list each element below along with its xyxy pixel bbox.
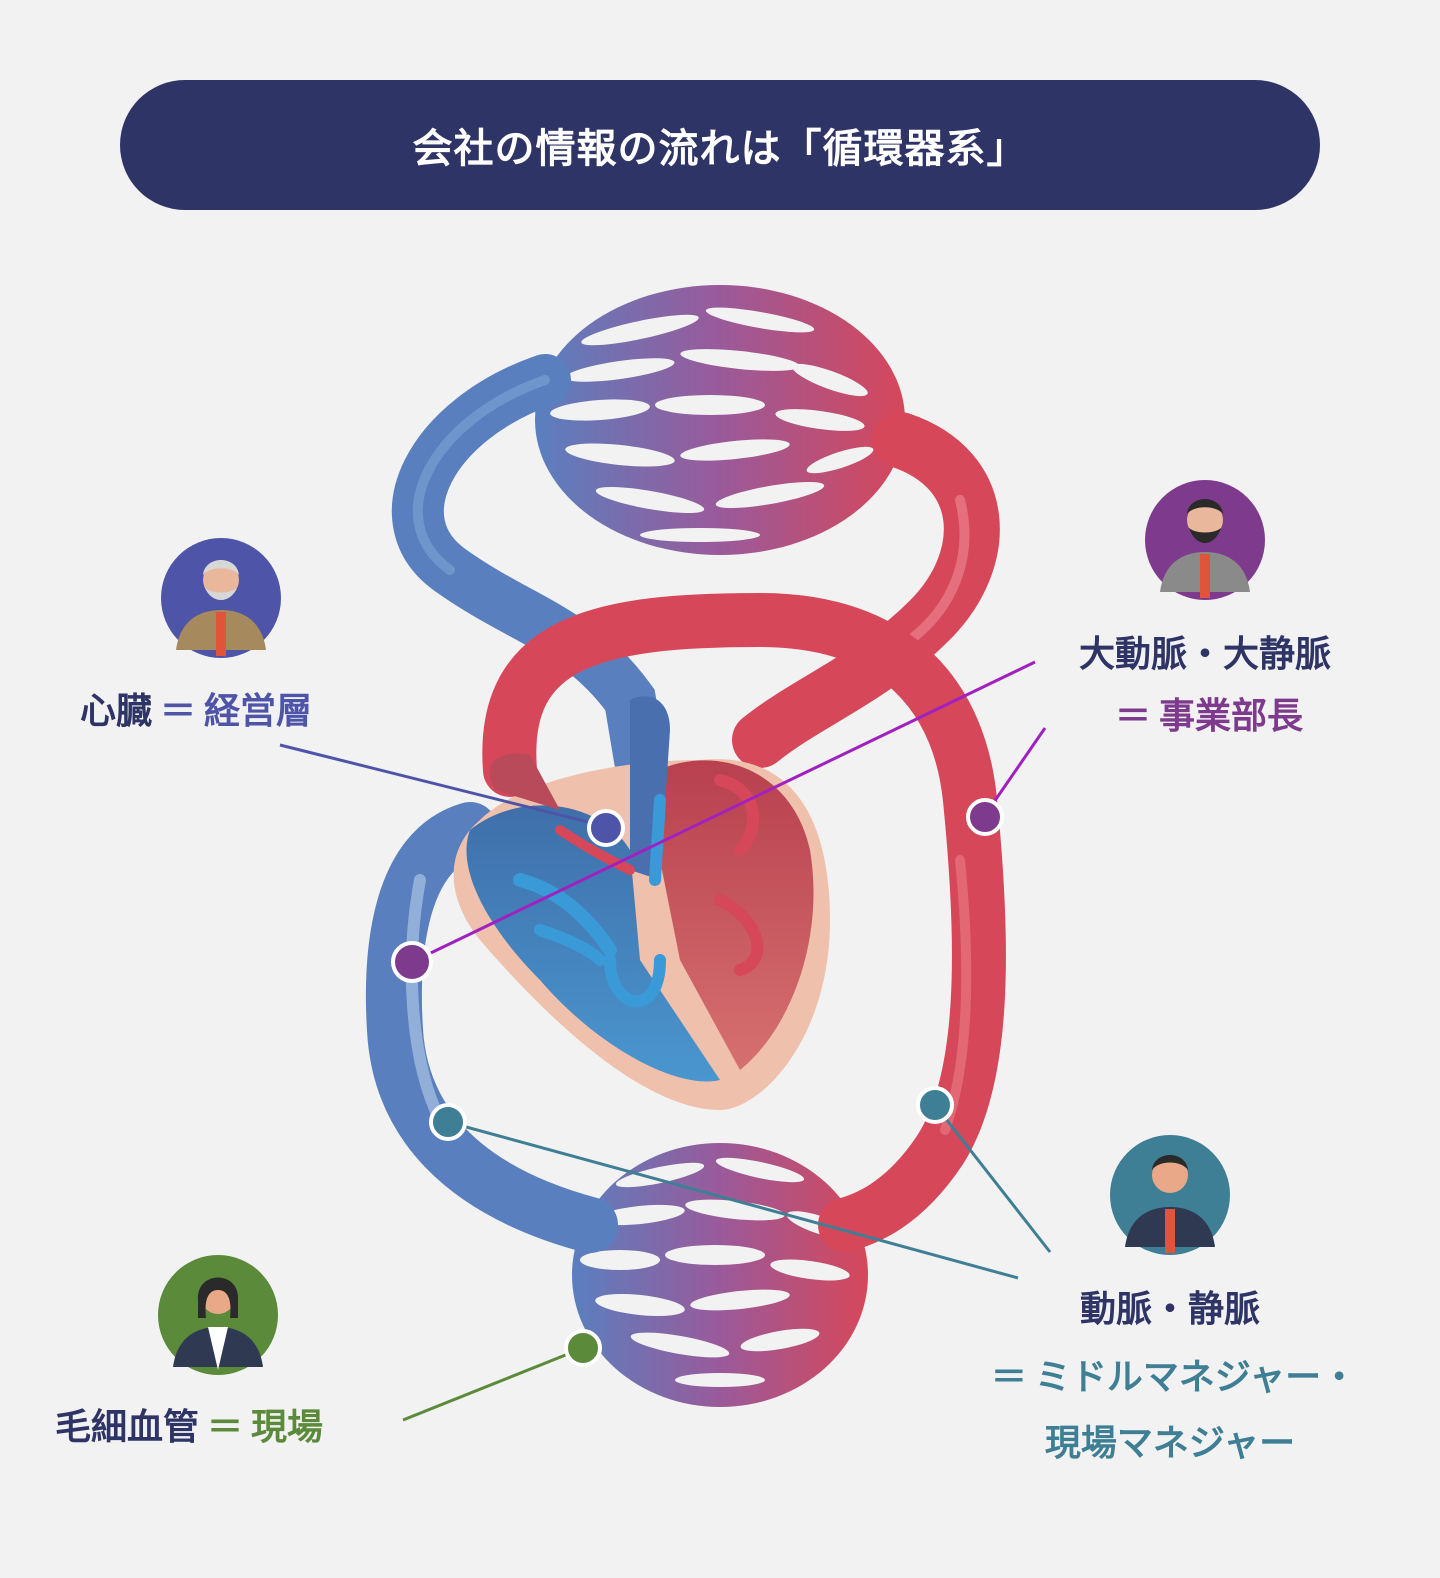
heart-role: 経営層 (204, 691, 313, 732)
aorta-marker-right (966, 798, 1004, 836)
heart-marker (587, 809, 625, 847)
artery-label: 動脈・静脈 ＝ミドルマネジャー・ 現場マネジャー (945, 1280, 1395, 1466)
leader-lines (279, 660, 1052, 1422)
aorta-label: 大動脈・大静脈 ＝事業部長 (1050, 625, 1360, 739)
artery-eq: ＝ (990, 1357, 1027, 1398)
title-banner: 会社の情報の流れは「循環器系」 (120, 80, 1320, 210)
heart-term: 心臓 (80, 691, 153, 732)
aorta-term: 大動脈・大静脈 (1078, 634, 1331, 675)
executive-avatar-icon (161, 538, 281, 658)
capillary-eq: ＝ (207, 1407, 244, 1448)
heart-eq: ＝ (160, 691, 197, 732)
aorta-eq: ＝ (1114, 696, 1151, 737)
aorta-marker-left (391, 941, 433, 983)
artery-role-line2: 現場マネジャー (1044, 1423, 1296, 1464)
heart (453, 696, 830, 1110)
division-manager-avatar-icon (1145, 480, 1265, 600)
marker-dots (391, 798, 1004, 1367)
lower-capillary-bed (572, 1143, 868, 1407)
middle-manager-avatar-icon (1110, 1135, 1230, 1255)
heart-label: 心臓＝経営層 (80, 682, 312, 734)
artery-marker-right (916, 1086, 954, 1124)
arteries (482, 412, 1006, 1252)
upper-capillary-bed (535, 285, 905, 555)
artery-marker-left (429, 1103, 467, 1141)
capillary-label: 毛細血管＝現場 (55, 1398, 323, 1450)
capillary-role: 現場 (251, 1407, 324, 1448)
aorta-role: 事業部長 (1159, 696, 1304, 737)
frontline-worker-avatar-icon (158, 1255, 278, 1375)
artery-term: 動脈・静脈 (1079, 1289, 1260, 1330)
capillary-marker (564, 1329, 602, 1367)
page-title: 会社の情報の流れは「循環器系」 (412, 126, 1028, 172)
capillary-term: 毛細血管 (55, 1407, 200, 1448)
artery-role-line1: ミドルマネジャー・ (1034, 1357, 1358, 1398)
